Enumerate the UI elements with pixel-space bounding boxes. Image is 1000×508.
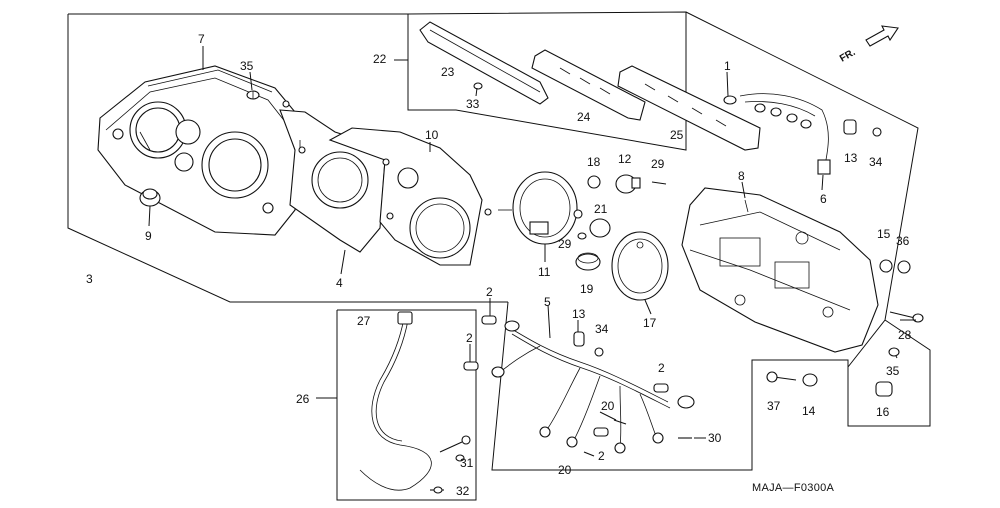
screw-35-right <box>888 347 900 357</box>
callout-18: 18 <box>587 155 601 169</box>
callout-19: 19 <box>580 282 594 296</box>
callout-34: 34 <box>595 322 609 336</box>
callout-13: 13 <box>844 151 858 165</box>
wire-harness-5 <box>491 320 695 454</box>
callout-7: 7 <box>198 32 205 46</box>
screw-20-a <box>613 419 627 425</box>
callout-4: 4 <box>336 276 343 290</box>
screw-31 <box>455 454 465 462</box>
gauge-17 <box>611 231 669 301</box>
callout-1: 1 <box>724 59 731 73</box>
callout-16: 16 <box>876 405 890 419</box>
callout-9: 9 <box>145 229 152 243</box>
callout-36: 36 <box>896 234 910 248</box>
front-direction-arrow: FR. <box>838 25 899 65</box>
callout-37: 37 <box>767 399 781 413</box>
bulb-2-b <box>463 361 479 371</box>
light-strip-25 <box>617 65 761 151</box>
callout-21: 21 <box>594 202 608 216</box>
grommet-1 <box>723 95 737 105</box>
light-strip-24 <box>531 49 646 121</box>
grommet-16 <box>875 381 893 397</box>
collar-14 <box>802 373 818 387</box>
bulb-2-c <box>653 383 669 393</box>
callout-29: 29 <box>651 157 665 171</box>
socket-21 <box>589 218 611 238</box>
callout-35: 35 <box>240 59 254 73</box>
bulb-2-d <box>593 427 609 437</box>
meter-case-8 <box>681 187 879 353</box>
callout-labels: 7 35 9 3 4 10 22 23 33 24 25 1 13 34 6 8… <box>86 32 912 498</box>
bulb-13-mid <box>573 331 585 347</box>
callout-12: 12 <box>618 152 632 166</box>
callout-32: 32 <box>456 484 470 498</box>
callout-14: 14 <box>802 404 816 418</box>
callout-29: 29 <box>558 237 572 251</box>
screw-35-top <box>246 90 260 100</box>
callout-2: 2 <box>466 331 473 345</box>
indicator-12 <box>615 174 641 194</box>
socket-19 <box>575 252 601 271</box>
screw-33 <box>473 82 483 90</box>
screw-29-top <box>651 181 667 185</box>
callout-30: 30 <box>708 431 722 445</box>
gauge-11 <box>498 171 583 245</box>
knob-9 <box>139 188 161 207</box>
callout-2: 2 <box>658 361 665 375</box>
callout-28: 28 <box>898 328 912 342</box>
assembly-boundary <box>67 11 931 471</box>
speedometer-cable-26 <box>359 311 471 491</box>
bulb-18 <box>587 175 601 189</box>
callout-11: 11 <box>538 265 551 279</box>
callout-26: 26 <box>296 392 310 406</box>
callout-20: 20 <box>601 399 615 413</box>
screw-20-b <box>583 451 595 457</box>
sub-harness-6 <box>739 93 831 175</box>
callout-17: 17 <box>643 316 657 330</box>
callout-31: 31 <box>460 456 474 470</box>
inner-panel-10 <box>328 127 492 266</box>
callout-25: 25 <box>670 128 684 142</box>
nut-36 <box>897 260 911 274</box>
callout-6: 6 <box>820 192 827 206</box>
callout-33: 33 <box>466 97 480 111</box>
bolt-37 <box>766 371 797 383</box>
front-cover-7 <box>97 65 301 236</box>
bulb-2-a <box>481 315 497 325</box>
screw-34-mid <box>594 347 604 357</box>
group-22-boundary <box>407 11 687 151</box>
screw-32 <box>430 486 444 494</box>
callout-20: 20 <box>558 463 572 477</box>
gasket-frame-4 <box>279 100 386 253</box>
callout-27: 27 <box>357 314 371 328</box>
direction-marker: FR. <box>838 47 858 65</box>
group-26-boundary <box>336 309 477 501</box>
screw-29-mid <box>577 232 587 240</box>
callout-8: 8 <box>738 169 745 183</box>
callout-34: 34 <box>869 155 883 169</box>
cap-15 <box>879 259 893 273</box>
callout-22: 22 <box>373 52 387 66</box>
leader-lines <box>148 46 916 439</box>
callout-5: 5 <box>544 295 551 309</box>
callout-3: 3 <box>86 272 93 286</box>
callout-15: 15 <box>877 227 891 241</box>
callout-13: 13 <box>572 307 586 321</box>
callout-2: 2 <box>598 449 605 463</box>
light-strip-23 <box>419 21 549 105</box>
bulb-13-right <box>843 119 857 135</box>
callout-10: 10 <box>425 128 439 142</box>
callout-24: 24 <box>577 110 591 124</box>
callout-23: 23 <box>441 65 455 79</box>
callout-2: 2 <box>486 285 493 299</box>
callout-35: 35 <box>886 364 900 378</box>
screw-34-right <box>872 127 882 137</box>
diagram-code: MAJA—F0300A <box>752 482 835 494</box>
